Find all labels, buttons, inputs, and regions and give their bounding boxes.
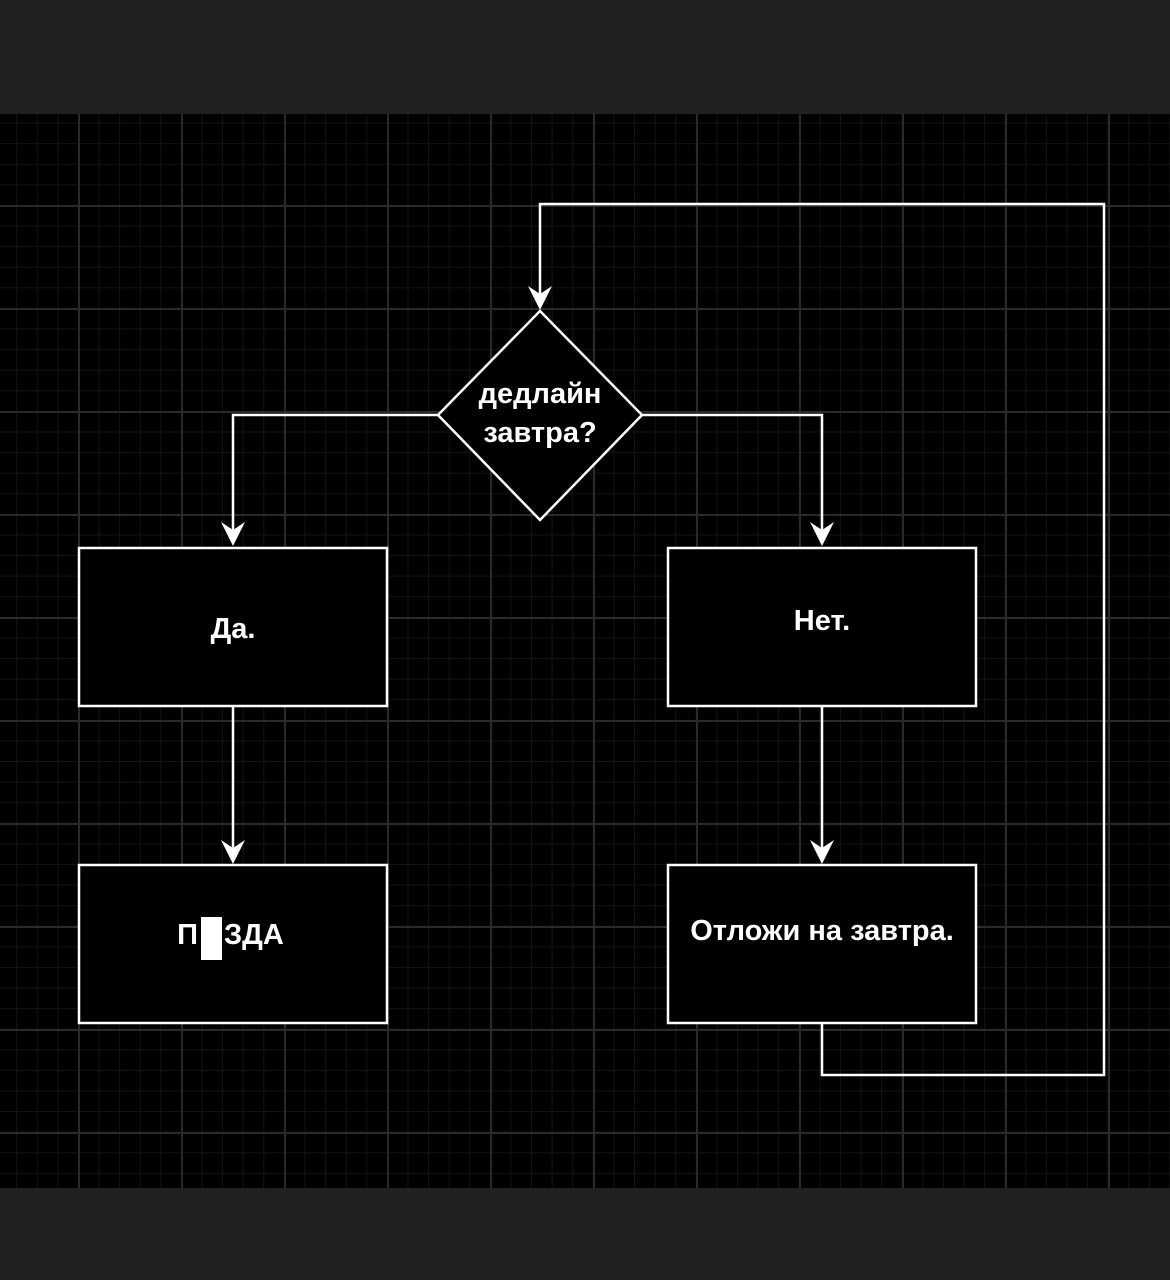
no-box [666, 546, 978, 708]
decision-diamond [436, 309, 644, 522]
postpone-node[interactable]: Отложи на завтра. [666, 863, 978, 1025]
postpone-box [666, 863, 978, 1025]
decision-node[interactable]: дедлайн завтра? [436, 309, 644, 522]
yes-node[interactable]: Да. [77, 546, 389, 708]
yes-result-text-start: П [177, 919, 198, 951]
no-label: Нет. [794, 605, 850, 637]
bottom-bar [0, 1188, 1170, 1280]
yes-result-box [77, 863, 389, 1025]
arrowhead-postpone [810, 840, 834, 864]
edge-loop-back [538, 202, 1106, 1077]
yes-box [77, 546, 389, 708]
arrowhead-yes [221, 522, 245, 546]
top-bar [0, 0, 1170, 114]
yes-label: Да. [211, 613, 256, 645]
postpone-label: Отложи на завтра. [690, 915, 954, 947]
decision-text-line2: завтра? [483, 417, 596, 449]
edge-decision-to-no [642, 413, 824, 532]
decision-text-line1: дедлайн [479, 378, 602, 410]
yes-result-text-end: ЗДА [224, 919, 284, 951]
censor-block [201, 917, 222, 960]
arrowhead-yes-result [221, 840, 245, 864]
arrowhead-no [810, 522, 834, 546]
no-node[interactable]: Нет. [666, 546, 978, 708]
yes-result-node[interactable]: П ЗДА [77, 863, 389, 1025]
arrowhead-loop [528, 286, 552, 310]
edges [221, 202, 1106, 1077]
edge-decision-to-yes [231, 413, 438, 532]
